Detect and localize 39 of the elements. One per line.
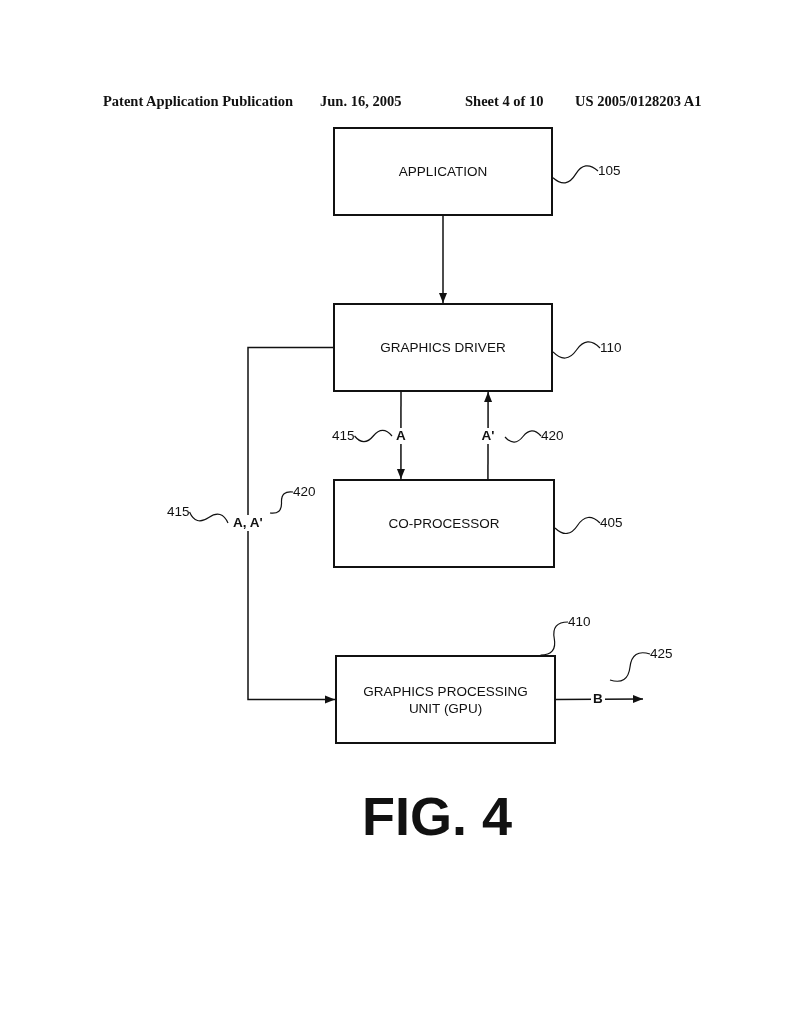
- edge-label: A': [479, 428, 497, 444]
- edge-label: A: [394, 428, 408, 444]
- reference-numeral: 420: [541, 428, 564, 444]
- edge-label: A, A': [231, 515, 265, 531]
- reference-numeral: 415: [332, 428, 355, 444]
- header-text: Sheet 4 of 10: [465, 93, 544, 109]
- reference-numeral: 110: [600, 340, 622, 356]
- process-box: [333, 303, 553, 392]
- reference-numeral: 415: [167, 504, 190, 520]
- leader-line: [552, 165, 599, 184]
- reference-numeral: 410: [568, 614, 591, 630]
- leader-line: [504, 430, 542, 443]
- arrow: [484, 391, 493, 480]
- leader-line: [539, 621, 569, 656]
- box-label: APPLICATION: [398, 163, 488, 180]
- header-text: Patent Application Publication: [103, 93, 294, 109]
- figure-caption: FIG. 4: [362, 785, 513, 847]
- leader-line: [554, 516, 601, 535]
- header-text: Jun. 16, 2005: [320, 93, 402, 109]
- box-label: GRAPHICS PROCESSING UNIT (GPU): [362, 682, 529, 717]
- box-label: CO-PROCESSOR: [388, 515, 500, 532]
- arrow: [555, 695, 644, 704]
- leader-line: [609, 652, 651, 682]
- box-label: GRAPHICS DRIVER: [380, 339, 506, 356]
- arrow: [396, 391, 405, 480]
- leader-line: [552, 341, 601, 359]
- reference-numeral: 405: [600, 515, 623, 531]
- process-box: [333, 127, 553, 216]
- header-text: US 2005/0128203 A1: [575, 93, 702, 109]
- process-box: [333, 479, 555, 568]
- leader-line: [353, 429, 393, 443]
- process-box: [335, 655, 556, 744]
- reference-numeral: 420: [293, 484, 316, 500]
- reference-numeral: 425: [650, 646, 673, 662]
- leader-line: [188, 511, 229, 524]
- leader-line: [269, 491, 294, 514]
- arrow: [439, 215, 447, 304]
- arrow: [247, 346, 336, 704]
- reference-numeral: 105: [598, 163, 621, 179]
